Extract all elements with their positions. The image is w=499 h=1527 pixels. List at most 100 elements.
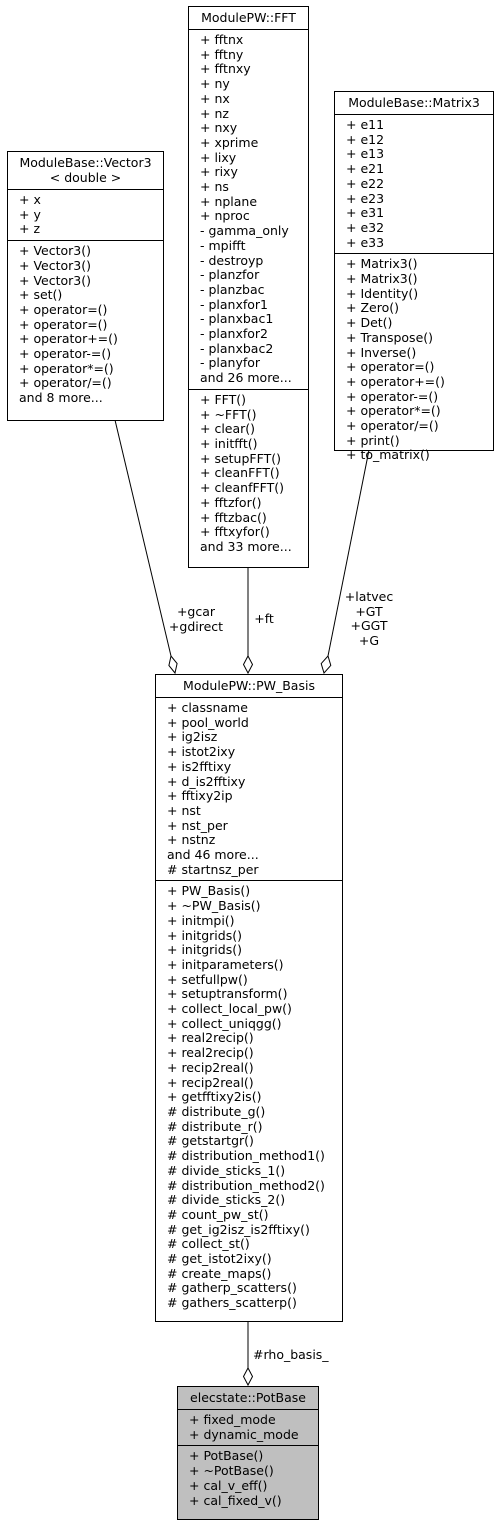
- class-attribute: + e31: [346, 205, 385, 221]
- class-name: ModulePW::PW_Basis: [183, 678, 315, 693]
- attributes-section: + x+ y+ z: [8, 189, 163, 240]
- class-title: ModuleBase::Matrix3: [335, 92, 493, 114]
- class-method: + Matrix3(): [346, 271, 418, 287]
- class-attribute: + lixy: [200, 149, 237, 165]
- class-method: + setuptransform(): [167, 986, 288, 1002]
- edge-label-line: +latvec: [344, 589, 394, 604]
- methods-section: + Matrix3()+ Matrix3()+ Identity()+ Zero…: [335, 253, 493, 466]
- class-attribute: + xprime: [200, 134, 259, 150]
- class-name: ModuleBase::Vector3: [19, 155, 152, 170]
- class-box-potbase: elecstate::PotBase + fixed_mode+ dynamic…: [177, 1386, 319, 1520]
- class-attribute: + nstnz: [167, 832, 216, 848]
- class-attribute: + nst_per: [167, 817, 228, 833]
- class-method: + getfftixy2is(): [167, 1089, 262, 1105]
- class-title: elecstate::PotBase: [178, 1387, 318, 1409]
- edge-label-line: +GGT: [350, 618, 388, 634]
- class-method: + cleanfFFT(): [200, 480, 285, 496]
- class-attribute: + d_is2fftixy: [167, 773, 246, 789]
- class-attribute: + dynamic_mode: [189, 1426, 299, 1442]
- class-method: # divide_sticks_1(): [167, 1162, 286, 1178]
- attributes-section: + fftnx+ fftny+ fftnxy+ ny+ nx+ nz+ nxy+…: [189, 29, 308, 389]
- class-method: + operator/=(): [346, 418, 439, 434]
- class-method: + fftxyfor(): [200, 524, 270, 540]
- class-method: + operator=(): [346, 359, 435, 375]
- class-method: # get_ig2isz_is2fftixy(): [167, 1221, 310, 1237]
- class-attribute: + e11: [346, 117, 385, 132]
- edge-pwbasis-to-potbase: [242, 1321, 254, 1387]
- class-method: # distribute_r(): [167, 1118, 263, 1134]
- class-box-fft: ModulePW::FFT + fftnx+ fftny+ fftnxy+ ny…: [188, 6, 309, 568]
- class-method: + operator*=(): [19, 360, 114, 376]
- class-method: + PotBase(): [189, 1448, 264, 1464]
- class-attribute: + y: [19, 206, 41, 222]
- class-attribute: + nproc: [200, 208, 250, 224]
- class-attribute: + nxy: [200, 120, 238, 136]
- class-method: # count_pw_st(): [167, 1206, 269, 1222]
- class-method: + initgrids(): [167, 942, 242, 958]
- class-method: + cleanFFT(): [200, 465, 280, 481]
- class-method: + FFT(): [200, 391, 246, 407]
- edge-label-matrix3: +latvec +GT +GGT +G: [341, 589, 397, 649]
- class-method: + collect_uniqgg(): [167, 1015, 282, 1031]
- edge-fft-to-pwbasis: [242, 567, 254, 675]
- edge-label-line: #rho_basis_: [253, 1347, 329, 1362]
- class-method: # distribution_method2(): [167, 1177, 325, 1193]
- class-method: # getstartgr(): [167, 1133, 254, 1149]
- class-attribute: + e13: [346, 146, 385, 162]
- class-method: + Identity(): [346, 285, 419, 301]
- class-method: + recip2real(): [167, 1074, 254, 1090]
- class-box-pwbasis: ModulePW::PW_Basis + classname+ pool_wor…: [155, 674, 343, 1322]
- class-method: + Matrix3(): [346, 256, 418, 272]
- class-attribute: - planzfor: [200, 267, 260, 283]
- class-method: + operator=(): [19, 316, 108, 332]
- class-method: + recip2real(): [167, 1059, 254, 1075]
- class-method: + PW_Basis(): [167, 883, 251, 899]
- class-method: + Det(): [346, 315, 393, 331]
- class-method: + operator+=(): [19, 331, 118, 347]
- class-attribute: + fftnxy: [200, 61, 251, 77]
- methods-section: + PotBase()+ ~PotBase()+ cal_v_eff()+ ca…: [178, 1445, 318, 1511]
- class-attribute: + ig2isz: [167, 729, 218, 745]
- class-method: + fftzbac(): [200, 509, 267, 525]
- class-method: + operator/=(): [19, 375, 112, 391]
- class-attribute: + classname: [167, 700, 248, 715]
- attributes-section: + e11+ e12+ e13+ e21+ e22+ e23+ e31+ e32…: [335, 114, 493, 253]
- class-attribute: + nx: [200, 90, 230, 106]
- class-method: + Vector3(): [19, 243, 91, 259]
- class-method: + initgrids(): [167, 927, 242, 943]
- class-name: ModulePW::FFT: [201, 10, 296, 25]
- class-template-arg: < double >: [49, 170, 122, 185]
- class-attribute: + e21: [346, 161, 385, 177]
- class-name: ModuleBase::Matrix3: [348, 95, 480, 110]
- edge-label-fft: +ft: [251, 611, 277, 627]
- class-method: + cal_fixed_v(): [189, 1492, 282, 1508]
- class-method: + initfft(): [200, 435, 258, 451]
- class-method: + setfullpw(): [167, 971, 248, 987]
- edge-label-line: +GT: [355, 603, 383, 619]
- class-attribute: + rixy: [200, 164, 238, 180]
- class-method: + setupFFT(): [200, 450, 281, 466]
- class-attribute: + e23: [346, 190, 385, 206]
- class-attribute: - destroyp: [200, 252, 264, 268]
- class-attribute: + fixed_mode: [189, 1412, 276, 1427]
- class-attribute: # startnsz_per: [167, 861, 259, 877]
- class-method: # divide_sticks_2(): [167, 1192, 286, 1208]
- class-attribute: + pool_world: [167, 714, 249, 730]
- edge-label-line: +gdirect: [168, 618, 224, 634]
- class-method: + real2recip(): [167, 1045, 254, 1061]
- class-method: + operator-=(): [346, 388, 439, 404]
- class-method: + clear(): [200, 421, 256, 437]
- class-attribute: + fftny: [200, 46, 244, 62]
- edge-vector3-to-pwbasis: [114, 419, 178, 675]
- class-name: elecstate::PotBase: [190, 1390, 306, 1405]
- class-attribute: - gamma_only: [200, 223, 289, 239]
- edge-label-line: +gcar: [176, 604, 216, 619]
- class-title: ModulePW::PW_Basis: [156, 675, 342, 697]
- class-attribute: and 46 more...: [167, 847, 259, 863]
- class-attribute: + e32: [346, 219, 385, 235]
- class-attribute: - planzbac: [200, 281, 265, 297]
- class-method: + print(): [346, 432, 400, 448]
- edge-label-vector3: +gcar +gdirect: [165, 604, 227, 634]
- class-attribute: - planxfor1: [200, 296, 269, 312]
- class-attribute: + e33: [346, 234, 385, 250]
